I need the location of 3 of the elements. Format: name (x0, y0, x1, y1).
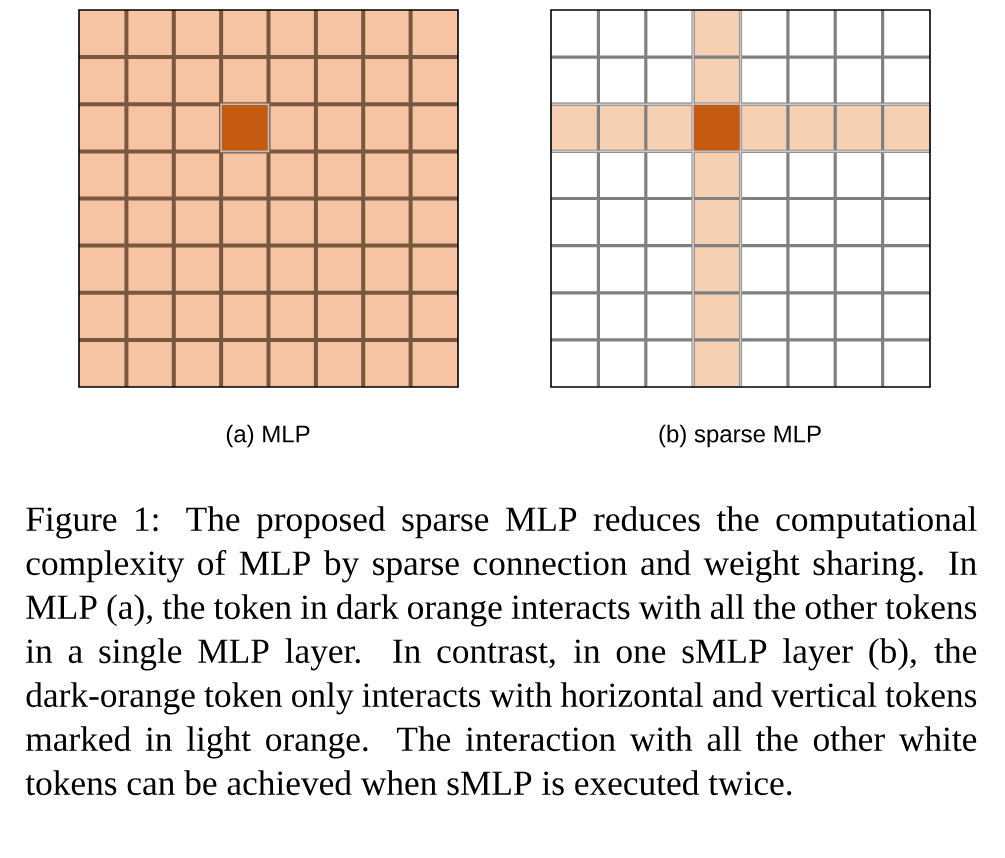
figure-caption: Figure 1: The proposed sparse MLP reduces the computational complexity of MLP by sparse connection and weight sharing. In MLP (a), the token in dark orange interacts with all the other tokens in a single MLP layer. In contrast, in one sMLP layer (b), the dark-orange token only interacts with horizontal and vertical tokens marked in light orange. The interaction with all the other white tokens can be achieved when sMLP is executed twice. (25, 506, 977, 796)
subfigure-label: (b) sparse MLP (659, 424, 821, 448)
subfigure-label: (a) MLP (226, 424, 310, 448)
